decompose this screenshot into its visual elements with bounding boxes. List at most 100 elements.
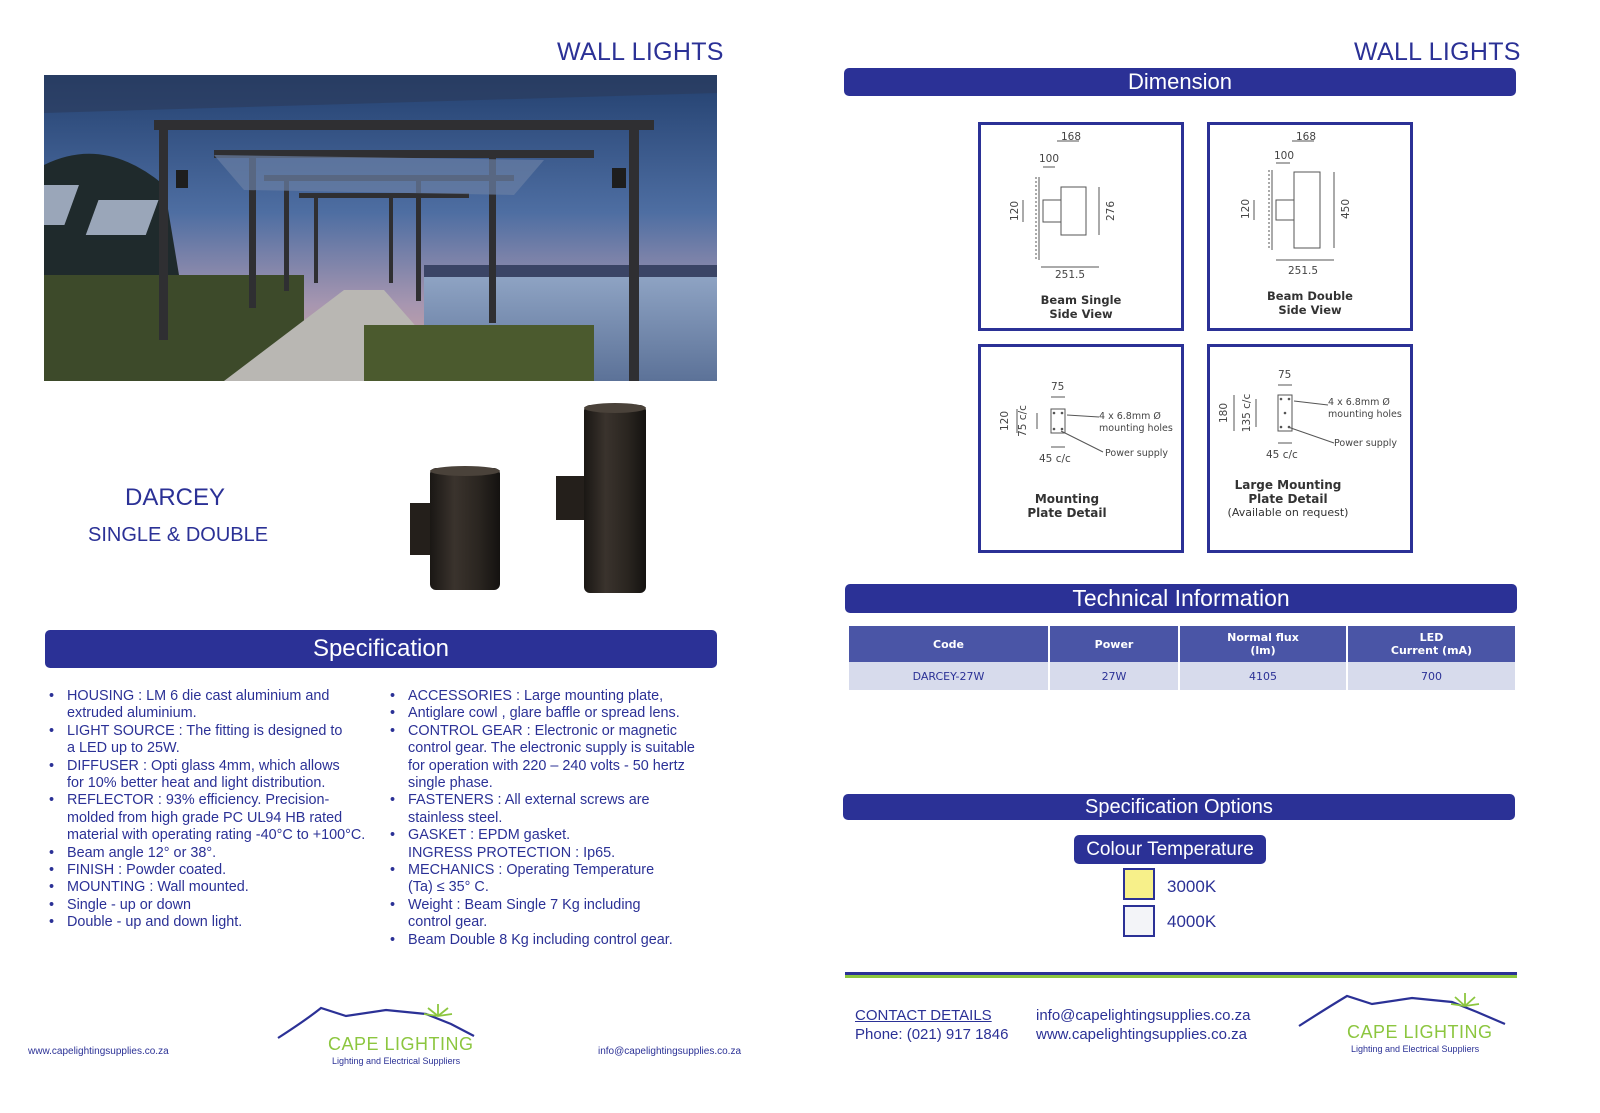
tech-header-current-line2: Current (mA) xyxy=(1390,644,1473,657)
list-item: control gear. xyxy=(408,914,488,931)
tech-header-power-label: Power xyxy=(1094,637,1134,651)
large-holes-label1: 4 x 6.8mm Ø xyxy=(1328,397,1390,408)
list-item: HOUSING : LM 6 die cast aluminium and xyxy=(45,688,385,706)
mountain-logo-icon xyxy=(277,1004,475,1039)
swatch-3000k[interactable] xyxy=(1123,868,1155,900)
large-caption-line3: (Available on request) xyxy=(1227,506,1349,519)
mount-caption: Mounting Plate Detail xyxy=(967,492,1167,520)
list-item: CONTROL GEAR : Electronic or magnetic xyxy=(386,723,726,741)
dimension-title: Dimension xyxy=(1128,69,1232,94)
colour-temp-bar: Colour Temperature xyxy=(1074,835,1266,864)
dimension-bar: Dimension xyxy=(844,68,1516,96)
single-plate-label: 120 xyxy=(1009,200,1022,222)
list-item: FINISH : Powder coated. xyxy=(45,862,385,880)
large-bottom-label: 45 c/c xyxy=(1266,449,1298,461)
contact-email[interactable]: info@capelightingsupplies.co.za xyxy=(1036,1007,1251,1024)
contact-website[interactable]: www.capelightingsupplies.co.za xyxy=(1036,1026,1247,1043)
tech-header-code: Code xyxy=(849,626,1050,662)
table-row: DARCEY-27W 27W 4105 700 xyxy=(849,662,1515,690)
mount-left2-label: 75 c/c xyxy=(1016,405,1029,437)
dim-beam-double: 168 100 120 450 251.5 Beam Double Side V… xyxy=(1207,122,1413,331)
mount-holes-label2: mounting holes xyxy=(1099,423,1173,434)
list-item: Beam angle 12° or 38°. xyxy=(45,845,385,863)
mount-caption-line2: Plate Detail xyxy=(1027,506,1107,520)
left-footer-website[interactable]: www.capelightingsupplies.co.za xyxy=(28,1046,169,1057)
single-base-label: 251.5 xyxy=(1055,269,1086,281)
list-item: MOUNTING : Wall mounted. xyxy=(45,879,385,897)
list-item: INGRESS PROTECTION : Ip65. xyxy=(408,844,616,861)
large-caption-line1: Large Mounting xyxy=(1234,478,1342,492)
product-image xyxy=(405,400,655,600)
dim-large-mounting-plate: 75 180 135 c/c 45 c/c 4 x 6.8mm Ø mounti… xyxy=(1207,344,1413,553)
single-caption: Beam Single Side View xyxy=(981,293,1181,321)
left-footer-email[interactable]: info@capelightingsupplies.co.za xyxy=(598,1046,742,1057)
list-item: molded from high grade PC UL94 HB rated xyxy=(67,809,343,826)
list-item: extruded aluminium. xyxy=(67,705,197,722)
mount-bottom-label: 45 c/c xyxy=(1039,453,1071,465)
tech-header-flux-line1: Normal flux xyxy=(1227,631,1299,644)
spec-options-bar: Specification Options xyxy=(843,794,1515,820)
footer-divider xyxy=(845,972,1517,978)
product-name: DARCEY xyxy=(125,484,226,511)
tech-cell-flux: 4105 xyxy=(1179,662,1348,690)
tech-header-flux-line2: (lm) xyxy=(1250,644,1276,657)
tech-cell-code: DARCEY-27W xyxy=(849,662,1050,690)
list-item: Weight : Beam Single 7 Kg including xyxy=(386,897,726,915)
list-item: Single - up or down xyxy=(45,897,385,915)
right-page-heading: WALL LIGHTS xyxy=(1354,38,1521,66)
large-left1-label: 180 xyxy=(1218,402,1231,424)
swatch-4000k-label: 4000K xyxy=(1167,912,1217,931)
single-depth-label: 100 xyxy=(1039,153,1060,165)
double-caption-line1: Beam Double xyxy=(1267,289,1353,303)
double-plate-label: 120 xyxy=(1240,198,1253,220)
mount-caption-line1: Mounting xyxy=(1034,492,1100,506)
tech-cell-current: 700 xyxy=(1347,662,1515,690)
colour-temp-title: Colour Temperature xyxy=(1086,839,1254,860)
list-item: LIGHT SOURCE : The fitting is designed t… xyxy=(45,723,385,741)
specification-bar: Specification xyxy=(45,630,717,668)
contact-phone[interactable]: Phone: (021) 917 1846 xyxy=(855,1026,1009,1043)
double-height-label: 450 xyxy=(1340,198,1353,220)
list-item: Antiglare cowl , glare baffle or spread … xyxy=(386,705,726,723)
single-caption-line2: Side View xyxy=(1049,307,1113,321)
tech-header-code-label: Code xyxy=(933,637,964,651)
spec-list-col1: HOUSING : LM 6 die cast aluminium andext… xyxy=(45,688,385,932)
list-item: control gear. The electronic supply is s… xyxy=(408,740,695,757)
single-caption-line1: Beam Single xyxy=(1040,293,1122,307)
swatch-4000k[interactable] xyxy=(1123,905,1155,937)
tech-header-flux: Normal flux(lm) xyxy=(1179,626,1348,662)
large-caption-line2: Plate Detail xyxy=(1248,492,1328,506)
large-caption: Large Mounting Plate Detail (Available o… xyxy=(1188,478,1388,520)
large-holes-label2: mounting holes xyxy=(1328,409,1402,420)
tech-header-current-line1: LED xyxy=(1419,631,1444,644)
contact-label: CONTACT DETAILS xyxy=(855,1007,992,1024)
right-logo-tagline: Lighting and Electrical Suppliers xyxy=(1351,1044,1480,1054)
list-item: for operation with 220 – 240 volts - 50 … xyxy=(408,757,685,774)
mountain-logo-icon-right xyxy=(1298,993,1506,1027)
tech-cell-power: 27W xyxy=(1049,662,1180,690)
spec-list-col2: ACCESSORIES : Large mounting plate,Antig… xyxy=(386,688,726,950)
double-caption: Beam Double Side View xyxy=(1210,289,1410,317)
mount-top-label: 75 xyxy=(1051,381,1065,393)
single-width-label: 168 xyxy=(1061,131,1082,143)
swatch-3000k-label: 3000K xyxy=(1167,877,1217,896)
list-item: DIFFUSER : Opti glass 4mm, which allows xyxy=(45,758,385,776)
hero-photo xyxy=(44,75,717,381)
list-item: REFLECTOR : 93% efficiency. Precision- xyxy=(45,792,385,810)
mount-left1-label: 120 xyxy=(999,410,1012,432)
list-item: GASKET : EPDM gasket. xyxy=(386,827,726,845)
spec-options-title: Specification Options xyxy=(1085,796,1273,818)
left-page-heading: WALL LIGHTS xyxy=(557,38,724,66)
list-item: Double - up and down light. xyxy=(45,914,385,932)
list-item: Beam Double 8 Kg including control gear. xyxy=(386,932,726,950)
double-caption-line2: Side View xyxy=(1278,303,1342,317)
list-item: FASTENERS : All external screws are xyxy=(386,792,726,810)
dim-mounting-plate: 75 120 75 c/c 45 c/c 4 x 6.8mm Ø mountin… xyxy=(978,344,1184,553)
mount-holes-label1: 4 x 6.8mm Ø xyxy=(1099,411,1161,422)
specification-title: Specification xyxy=(312,635,450,662)
double-base-label: 251.5 xyxy=(1288,265,1319,277)
tech-header-power: Power xyxy=(1049,626,1180,662)
